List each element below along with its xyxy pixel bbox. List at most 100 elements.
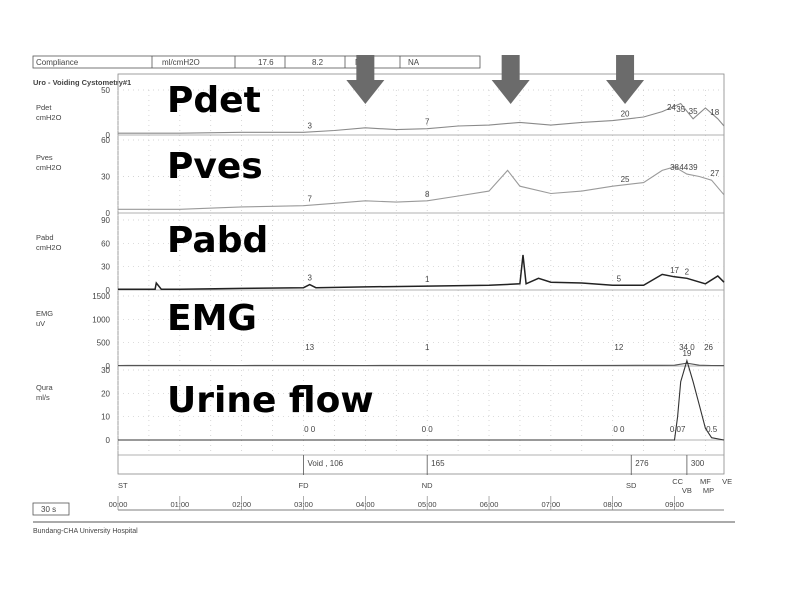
down-arrow-icon — [346, 55, 385, 104]
data-label: 38 — [670, 163, 679, 172]
time-tick-label: 08:00 — [603, 500, 622, 509]
y-tick-label: 20 — [101, 389, 110, 398]
channel-name: Qura — [36, 383, 54, 392]
event-label: VE — [722, 477, 732, 486]
volume-label: Void , 106 — [308, 459, 344, 468]
data-label: 2 — [685, 267, 690, 276]
event-label: MP — [703, 486, 714, 495]
channel-unit: uV — [36, 319, 45, 328]
data-label: 25 — [621, 175, 630, 184]
series-line-pdet — [118, 102, 725, 134]
data-label: 26 — [704, 343, 713, 352]
channel-unit: cmH2O — [36, 243, 62, 252]
grid — [117, 90, 706, 455]
event-label: VB — [682, 486, 692, 495]
volume-label: 276 — [635, 459, 649, 468]
channel-name: EMG — [36, 309, 53, 318]
y-tick-label: 10 — [101, 413, 110, 422]
data-label: 17 — [670, 266, 679, 275]
channel-name: Pabd — [36, 233, 54, 242]
data-label: 0 0 — [304, 425, 316, 434]
compliance-value-1: 17.6 — [258, 58, 274, 67]
data-label: 44 — [679, 163, 688, 172]
channel-unit: cmH2O — [36, 113, 62, 122]
data-label: 3 — [307, 121, 312, 130]
event-label: FD — [299, 481, 310, 490]
y-tick-label: 0 — [106, 286, 111, 295]
data-label: 5 — [617, 274, 622, 283]
y-tick-label: 30 — [101, 173, 110, 182]
time-scale-box — [32, 502, 70, 516]
event-label: ND — [422, 481, 433, 490]
data-label: 27 — [710, 169, 719, 178]
channel-big-label: Urine flow — [167, 380, 374, 421]
y-tick-label: 1500 — [92, 292, 110, 301]
channel-big-label: Pves — [167, 146, 263, 187]
y-tick-label: 0 — [106, 209, 111, 218]
data-label: 13 — [305, 343, 314, 352]
series-line-qura — [118, 358, 725, 441]
data-label: 35 — [676, 105, 685, 114]
y-tick-label: 50 — [101, 86, 110, 95]
compliance-label: Compliance — [36, 58, 79, 67]
series-line-emg — [117, 362, 725, 367]
series-line-pabd — [118, 254, 725, 290]
y-tick-label: 500 — [97, 339, 111, 348]
data-label: 35 — [689, 107, 698, 116]
data-label: 3 — [307, 274, 312, 283]
time-tick-label: 01:00 — [170, 500, 189, 509]
y-tick-label: 0 — [106, 362, 111, 371]
data-label: 19 — [682, 349, 691, 358]
channel-unit: cmH2O — [36, 163, 62, 172]
arrows — [346, 55, 645, 104]
time-tick-label: 04:00 — [356, 500, 375, 509]
event-label: SD — [626, 481, 637, 490]
data-label: 20 — [621, 110, 630, 119]
time-tick-label: 00:00 — [109, 500, 128, 509]
time-tick-label: 07:00 — [541, 500, 560, 509]
channel-name: Pves — [36, 153, 53, 162]
hospital-name: Bundang-CHA University Hospital — [33, 528, 138, 535]
event-label: ST — [118, 481, 128, 490]
compliance-unit: ml/cmH2O — [162, 58, 200, 67]
channel-big-label: Pabd — [167, 220, 268, 261]
y-tick-label: 30 — [101, 263, 110, 272]
volume-label: 300 — [691, 459, 705, 468]
data-label: 7 — [307, 195, 312, 204]
channel-unit: ml/s — [36, 393, 50, 402]
data-label: 1 — [425, 343, 430, 352]
data-label: 0 07 — [670, 425, 686, 434]
data-label: 0 0 — [422, 425, 434, 434]
data-label: 12 — [614, 343, 623, 352]
y-tick-label: 0 — [106, 436, 111, 445]
y-tick-label: 30 — [101, 366, 110, 375]
time-tick-label: 09:00 — [665, 500, 684, 509]
channel-big-label: Pdet — [167, 80, 261, 121]
compliance-value-2: 8.2 — [312, 58, 324, 67]
y-tick-label: 60 — [101, 239, 110, 248]
data-label: 39 — [689, 163, 698, 172]
event-label: MF — [700, 477, 711, 486]
data-label: 0.5 — [706, 425, 718, 434]
series-line-pves — [118, 166, 725, 210]
time-tick-label: 05:00 — [418, 500, 437, 509]
data-label: 7 — [425, 118, 430, 127]
channel-name: Pdet — [36, 103, 52, 112]
data-label: 18 — [710, 108, 719, 117]
data-label: 0 0 — [613, 425, 625, 434]
plot-frame — [117, 73, 725, 475]
data-label: 24 — [667, 103, 676, 112]
y-tick-label: 1000 — [92, 315, 110, 324]
time-tick-label: 03:00 — [294, 500, 313, 509]
time-tick-label: 06:00 — [480, 500, 499, 509]
data-label: 34 0 — [679, 343, 695, 352]
volume-label: 165 — [431, 459, 445, 468]
data-label: 1 — [425, 275, 430, 284]
